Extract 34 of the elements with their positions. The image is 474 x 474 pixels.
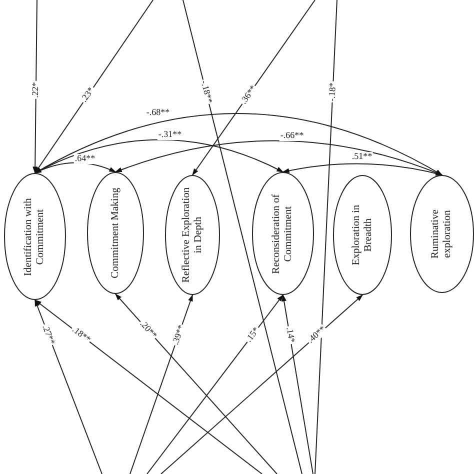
arrow xyxy=(32,0,38,174)
arrow xyxy=(192,0,316,176)
latent-variable-ellipse xyxy=(252,172,314,295)
variable-label: Identification with Commitment xyxy=(22,196,47,278)
variable-label: Commitment Making xyxy=(109,186,122,280)
arrow xyxy=(34,0,154,174)
edge-label: .22* xyxy=(30,81,41,99)
edge-label: .51** xyxy=(350,152,374,162)
arrow xyxy=(34,300,262,474)
edge-label: .27** xyxy=(40,322,58,348)
arrow xyxy=(34,139,284,174)
arrow xyxy=(130,294,193,474)
latent-variable-ellipse xyxy=(165,175,220,295)
variable-label: Reflective Exploration in Depth xyxy=(180,187,204,283)
edge-label: .64** xyxy=(74,154,96,164)
latent-variable-ellipse xyxy=(87,172,144,294)
variable-label: Ruminative exploration xyxy=(430,208,454,260)
latent-variable-ellipse xyxy=(333,175,392,295)
edge-label: -.66** xyxy=(279,131,305,141)
arrow xyxy=(114,140,443,176)
variable-label: Reconsideration of Commitment xyxy=(270,192,295,276)
edge-label: -.68** xyxy=(145,108,171,118)
latent-variable-ellipse xyxy=(4,173,66,300)
arrow xyxy=(34,162,116,174)
path-coefficient: -.18* xyxy=(327,81,338,103)
variable-label: Exploration in Breadth xyxy=(350,204,374,268)
edge-label: -.31** xyxy=(157,130,183,140)
arrow xyxy=(282,163,443,176)
arrow xyxy=(34,299,102,474)
arrow xyxy=(115,293,278,474)
arrow xyxy=(146,294,284,474)
arrow xyxy=(282,294,314,474)
latent-variable-ellipse xyxy=(410,175,474,293)
arrow xyxy=(160,294,364,474)
